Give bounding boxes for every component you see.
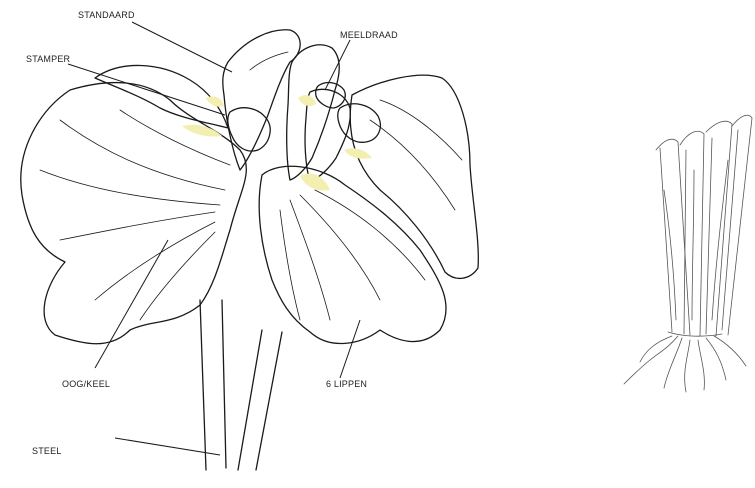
right-upper-petal — [350, 75, 478, 278]
roots — [624, 336, 746, 392]
flower-stem — [200, 300, 282, 470]
label-leaders — [68, 22, 360, 455]
label-stamper: STAMPER — [26, 54, 71, 64]
stem-base-sketch — [624, 115, 752, 392]
petal-veins — [40, 52, 462, 320]
label-standaard: STANDAARD — [78, 10, 135, 20]
left-fall-petal — [21, 83, 247, 344]
iris-flower-drawing: STANDAARD STAMPER MEELDRAAD OOG/KEEL 6 L… — [21, 10, 479, 470]
label-steel: STEEL — [32, 446, 62, 456]
standard-petal-right — [287, 45, 339, 180]
upper-left-petal — [95, 65, 228, 128]
label-meeldraad: MEELDRAAD — [340, 30, 398, 40]
label-lippen: 6 LIPPEN — [326, 379, 367, 389]
right-fall-petal — [259, 166, 446, 343]
label-oog-keel: OOG/KEEL — [62, 379, 110, 389]
